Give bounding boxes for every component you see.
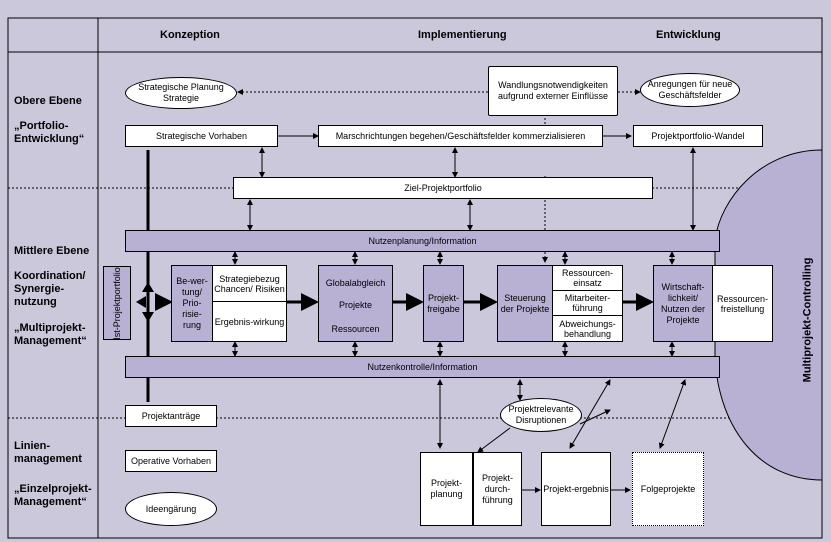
level-obere-title: Obere Ebene <box>14 95 82 107</box>
cell-mitarbeiterfuehrung: Mitarbeiter-führung <box>552 291 622 316</box>
box-folgeprojekte: Folgeprojekte <box>632 452 704 526</box>
box-projektantraege: Projektanträge <box>125 405 217 427</box>
group-wirtschaftlichkeit: Wirtschaft-lichkeit/ Nutzen der Projekte… <box>653 265 773 342</box>
oval-ideengaerung: Ideengärung <box>125 492 217 526</box>
column-implementierung: Implementierung <box>418 29 507 41</box>
bewertung-label: Be-wer-tung/ Prio-risie-rung <box>176 276 208 330</box>
box-projektplanung: Projekt-planung <box>420 452 473 526</box>
level-mittlere-sub1: Koordination/ Synergie-nutzung <box>14 270 86 308</box>
box-projektdurchfuehrung: Projekt-durch-führung <box>473 452 522 526</box>
box-projektportfolio-wandel: Projektportfolio-Wandel <box>633 125 763 147</box>
cell-abweichung: Abweichungs-behandlung <box>552 316 622 341</box>
oval-strategische-planung: Strategische Planung Strategie <box>125 77 237 109</box>
oval-anregungen: Anregungen für neue Geschäftsfelder <box>640 73 740 107</box>
box-ziel-projektportfolio: Ziel-Projektportfolio <box>233 177 653 199</box>
box-globalabgleich: Globalabgleich Projekte Ressourcen <box>318 265 393 342</box>
column-entwicklung: Entwicklung <box>656 29 721 41</box>
box-projektergebnis: Projekt-ergebnis <box>541 452 611 526</box>
level-linien-title: Linien-management <box>14 440 82 465</box>
group-steuerung: Steuerung der Projekte Ressourcen-einsat… <box>497 265 623 342</box>
oval-disruptionen: Projektrelevante Disruptionen <box>500 398 582 432</box>
cell-ressourceneinsatz: Ressourcen-einsatz <box>552 266 622 291</box>
cell-strategiebezug: Strategiebezug Chancen/ Risiken <box>212 266 286 302</box>
steuerung-label: Steuerung der Projekte <box>500 292 550 314</box>
level-mittlere-sub2: „Multiprojekt-Management“ <box>14 322 87 347</box>
box-operative-vorhaben: Operative Vorhaben <box>125 450 217 472</box>
bar-nutzenplanung: Nutzenplanung/Information <box>125 230 720 252</box>
projekte-label: Projekte <box>338 300 373 310</box>
level-linien-subtitle: „Einzelprojekt-Management“ <box>14 483 92 508</box>
level-mittlere-title: Mittlere Ebene <box>14 245 90 257</box>
column-konzeption: Konzeption <box>160 29 220 41</box>
controlling-label-wrap: Multiprojekt-Controlling <box>792 258 822 383</box>
level-obere-subtitle: „Portfolio-Entwicklung“ <box>14 120 85 145</box>
cell-ergebniswirkung: Ergebnis-wirkung <box>212 302 286 341</box>
group-bewertung: Be-wer-tung/ Prio-risie-rung Strategiebe… <box>171 265 287 342</box>
globalabgleich-label: Globalabgleich <box>325 278 386 288</box>
cell-freistellung: Ressourcen-freistellung <box>712 266 772 341</box>
wirtschaftlichkeit-label: Wirtschaft-lichkeit/ Nutzen der Projekte <box>660 281 706 325</box>
box-marschrichtungen: Marschrichtungen begehen/Geschäftsfelder… <box>318 125 603 147</box>
controlling-label: Multiprojekt-Controlling <box>801 257 813 383</box>
ressourcen-label: Ressourcen <box>331 324 380 334</box>
box-strategische-vorhaben: Strategische Vorhaben <box>125 125 278 147</box>
wandlung-box: Wandlungsnotwendigkeiten aufgrund extern… <box>488 66 618 116</box>
bar-nutzenkontrolle: Nutzenkontrolle/Information <box>125 356 720 378</box>
box-ist-projektportfolio: Ist-Projektportfolio <box>103 266 131 340</box>
ist-projektportfolio-label: Ist-Projektportfolio <box>111 266 122 340</box>
box-projektfreigabe: Projekt-freigabe <box>423 265 464 342</box>
